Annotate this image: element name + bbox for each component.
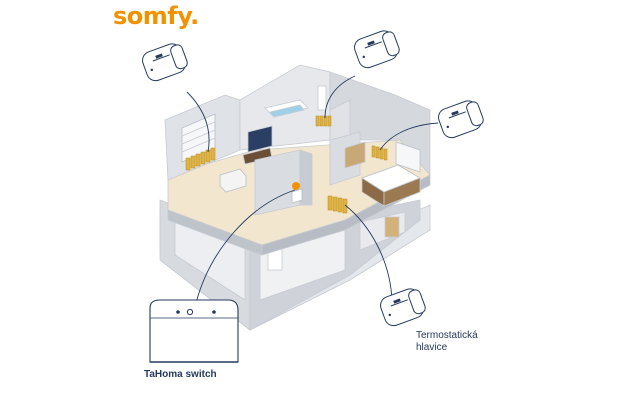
thermostatic-head-icon [438, 100, 484, 139]
thermostatic-head-icon [354, 30, 400, 69]
thermostatic-head-label: Termostatická hlavice [416, 330, 496, 354]
link-hub-to-radiator [195, 189, 296, 304]
somfy-logo: somfy. [113, 2, 199, 30]
radiator-bathroom [315, 115, 332, 127]
radiators [185, 115, 388, 214]
connection-lines [186, 75, 439, 304]
link-thermostat-top [324, 75, 356, 119]
radiator-living [185, 147, 216, 171]
tahoma-switch-label: TaHoma switch [144, 369, 217, 380]
link-thermostat-topleft [186, 91, 210, 153]
link-thermostat-bottom [344, 204, 393, 301]
house-cutaway [159, 64, 431, 331]
thermostatic-head-icon [142, 43, 188, 82]
link-thermostat-right [379, 122, 439, 151]
radiator-hall [327, 195, 348, 214]
thermostatic-head-label-line1: Termostatická [416, 330, 478, 341]
thermostatic-head-icon [380, 288, 426, 327]
thermostatic-head-label-line2: hlavice [416, 342, 448, 353]
tahoma-switch-icon [149, 299, 239, 363]
